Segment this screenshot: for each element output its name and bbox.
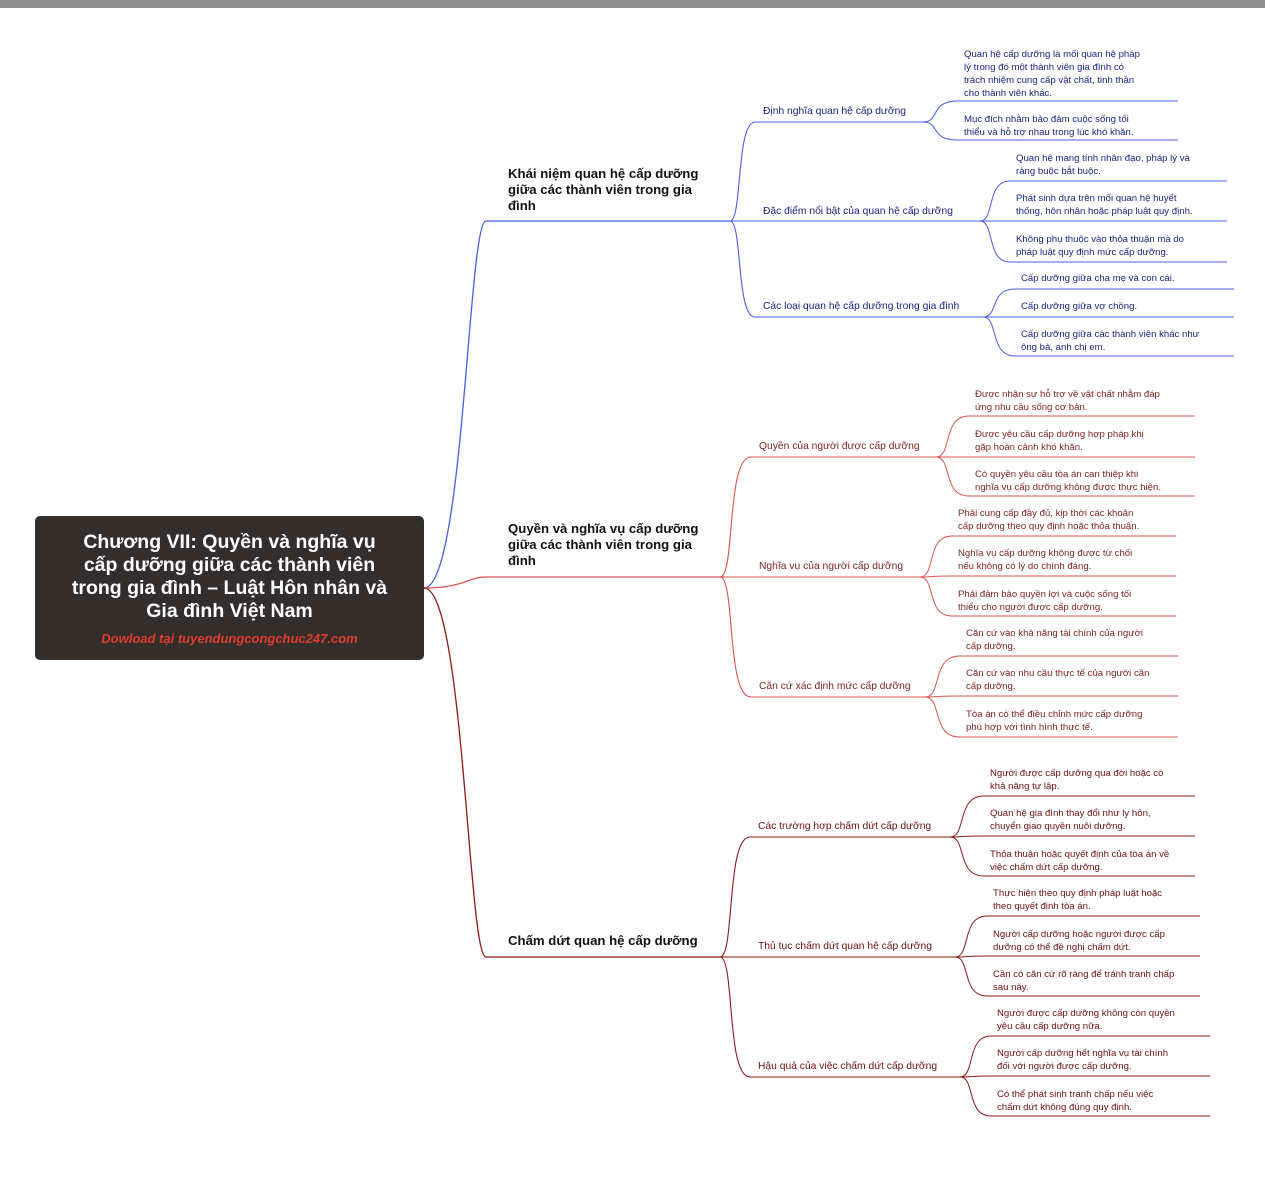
leaf-connector (979, 220, 1011, 263)
topic-connector (729, 220, 756, 318)
topic-label[interactable]: Các trường hợp chấm dứt cấp dưỡng (758, 821, 932, 832)
root-node[interactable]: Chương VII: Quyền và nghĩa vụ cấp dưỡng … (35, 516, 424, 660)
leaf-connector (922, 121, 959, 141)
topic-connector (719, 456, 752, 578)
leaf-label[interactable]: Người được cấp dưỡng qua đời hoặc có khả… (990, 768, 1164, 792)
leaf-connector (959, 1035, 992, 1078)
leaf-label[interactable]: Cấp dưỡng giữa vợ chồng. (1021, 301, 1138, 312)
branch-connector (423, 576, 487, 589)
leaf-connector (935, 415, 970, 458)
leaf-connector (959, 1076, 992, 1117)
leaf-connector (949, 836, 985, 877)
topic-label[interactable]: Định nghĩa quan hệ cấp dưỡng (763, 106, 907, 117)
leaf-connector (922, 100, 959, 123)
leaf-connector (924, 696, 961, 738)
leaf-label[interactable]: Có thể phát sinh tranh chấp nếu việc chấ… (997, 1089, 1154, 1113)
branch-label[interactable]: Quyền và nghĩa vụ cấp dưỡng giữa các thà… (508, 521, 699, 568)
leaf-label[interactable]: Tòa án có thể điều chỉnh mức cấp dưỡng p… (966, 709, 1143, 733)
leaf-label[interactable]: Căn cứ vào khả năng tài chính của người … (966, 628, 1144, 652)
leaf-connector (954, 915, 988, 958)
branch-label[interactable]: Chấm dứt quan hệ cấp dưỡng (508, 933, 698, 948)
leaf-connector (919, 576, 953, 617)
leaf-connector (949, 795, 985, 838)
leaf-connector (954, 956, 988, 997)
leaf-connector (949, 835, 985, 838)
leaf-label[interactable]: Không phụ thuộc vào thỏa thuận mà do phá… (1016, 234, 1185, 258)
topic-label[interactable]: Nghĩa vụ của người cấp dưỡng (759, 561, 904, 572)
leaf-label[interactable]: Nghĩa vụ cấp dưỡng không được từ chối nế… (958, 548, 1133, 572)
leaf-label[interactable]: Người được cấp dưỡng không còn quyền yêu… (997, 1008, 1175, 1032)
leaf-connector (919, 535, 953, 578)
leaf-label[interactable]: Căn cứ vào nhu cầu thực tế của người cần… (966, 668, 1150, 692)
topic-label[interactable]: Đặc điểm nổi bật của quan hệ cấp dưỡng (763, 206, 953, 217)
leaf-label[interactable]: Mục đích nhằm bảo đảm cuộc sống tối thiể… (964, 114, 1134, 138)
branch-label[interactable]: Khái niệm quan hệ cấp dưỡng giữa các thà… (508, 166, 699, 213)
leaf-label[interactable]: Quan hệ cấp dưỡng là mối quan hệ pháp lý… (964, 49, 1140, 99)
leaf-label[interactable]: Người cấp dưỡng hoặc người được cấp dưỡn… (993, 929, 1165, 953)
leaf-label[interactable]: Người cấp dưỡng hết nghĩa vụ tài chính đ… (997, 1048, 1169, 1072)
topic-connector (719, 576, 752, 698)
leaf-connector (935, 456, 970, 497)
leaf-label[interactable]: Thực hiện theo quy định pháp luật hoặc t… (993, 888, 1163, 912)
leaf-label[interactable]: Quan hệ gia đình thay đổi như ly hôn, ch… (990, 808, 1151, 832)
topic-label[interactable]: Các loại quan hệ cấp dưỡng trong gia đìn… (763, 301, 960, 312)
topic-label[interactable]: Hậu quả của việc chấm dứt cấp dưỡng (758, 1061, 938, 1072)
topic-connector (719, 956, 751, 1078)
leaf-connector (954, 955, 988, 958)
top-bar (0, 0, 1265, 8)
leaf-label[interactable]: Phát sinh dựa trên mối quan hệ huyết thố… (1016, 193, 1193, 217)
leaf-label[interactable]: Cấp dưỡng giữa các thành viên khác như ô… (1021, 329, 1200, 353)
leaf-label[interactable]: Có quyền yêu cầu tòa án can thiệp khi ng… (975, 469, 1161, 493)
leaf-connector (924, 655, 961, 698)
leaf-label[interactable]: Phải đảm bảo quyền lợi và cuộc sống tối … (958, 589, 1132, 613)
root-title: Chương VII: Quyền và nghĩa vụ cấp dưỡng … (71, 530, 388, 622)
leaf-label[interactable]: Quan hệ mang tính nhân đạo, pháp lý và r… (1016, 153, 1190, 177)
leaf-label[interactable]: Thỏa thuận hoặc quyết định của tòa án về… (990, 849, 1170, 873)
topic-connector (719, 836, 751, 958)
topic-label[interactable]: Thủ tục chấm dứt quan hệ cấp dưỡng (758, 941, 932, 952)
leaf-label[interactable]: Cấp dưỡng giữa cha mẹ và con cái. (1021, 273, 1175, 284)
leaf-connector (924, 695, 961, 698)
leaf-connector (982, 316, 1016, 357)
leaf-connector (979, 180, 1011, 222)
topic-label[interactable]: Quyền của người được cấp dưỡng (759, 441, 920, 452)
leaf-connector (959, 1075, 992, 1078)
branch-connector (423, 587, 487, 958)
leaf-label[interactable]: Được nhận sự hỗ trợ về vật chất nhằm đáp… (975, 389, 1160, 413)
leaf-label[interactable]: Phải cung cấp đầy đủ, kịp thời các khoản… (958, 508, 1140, 532)
leaf-label[interactable]: Cần có căn cứ rõ ràng để tránh tranh chấ… (993, 969, 1175, 993)
leaf-connector (982, 288, 1016, 318)
root-subtitle: Dowload tại tuyendungcongchuc247.com (101, 630, 358, 646)
leaf-label[interactable]: Được yêu cầu cấp dưỡng hợp pháp khi gặp … (975, 429, 1144, 453)
topic-connector (729, 121, 756, 222)
branch-connector (423, 220, 487, 589)
topic-label[interactable]: Căn cứ xác định mức cấp dưỡng (759, 681, 911, 692)
leaf-connector (919, 575, 953, 578)
